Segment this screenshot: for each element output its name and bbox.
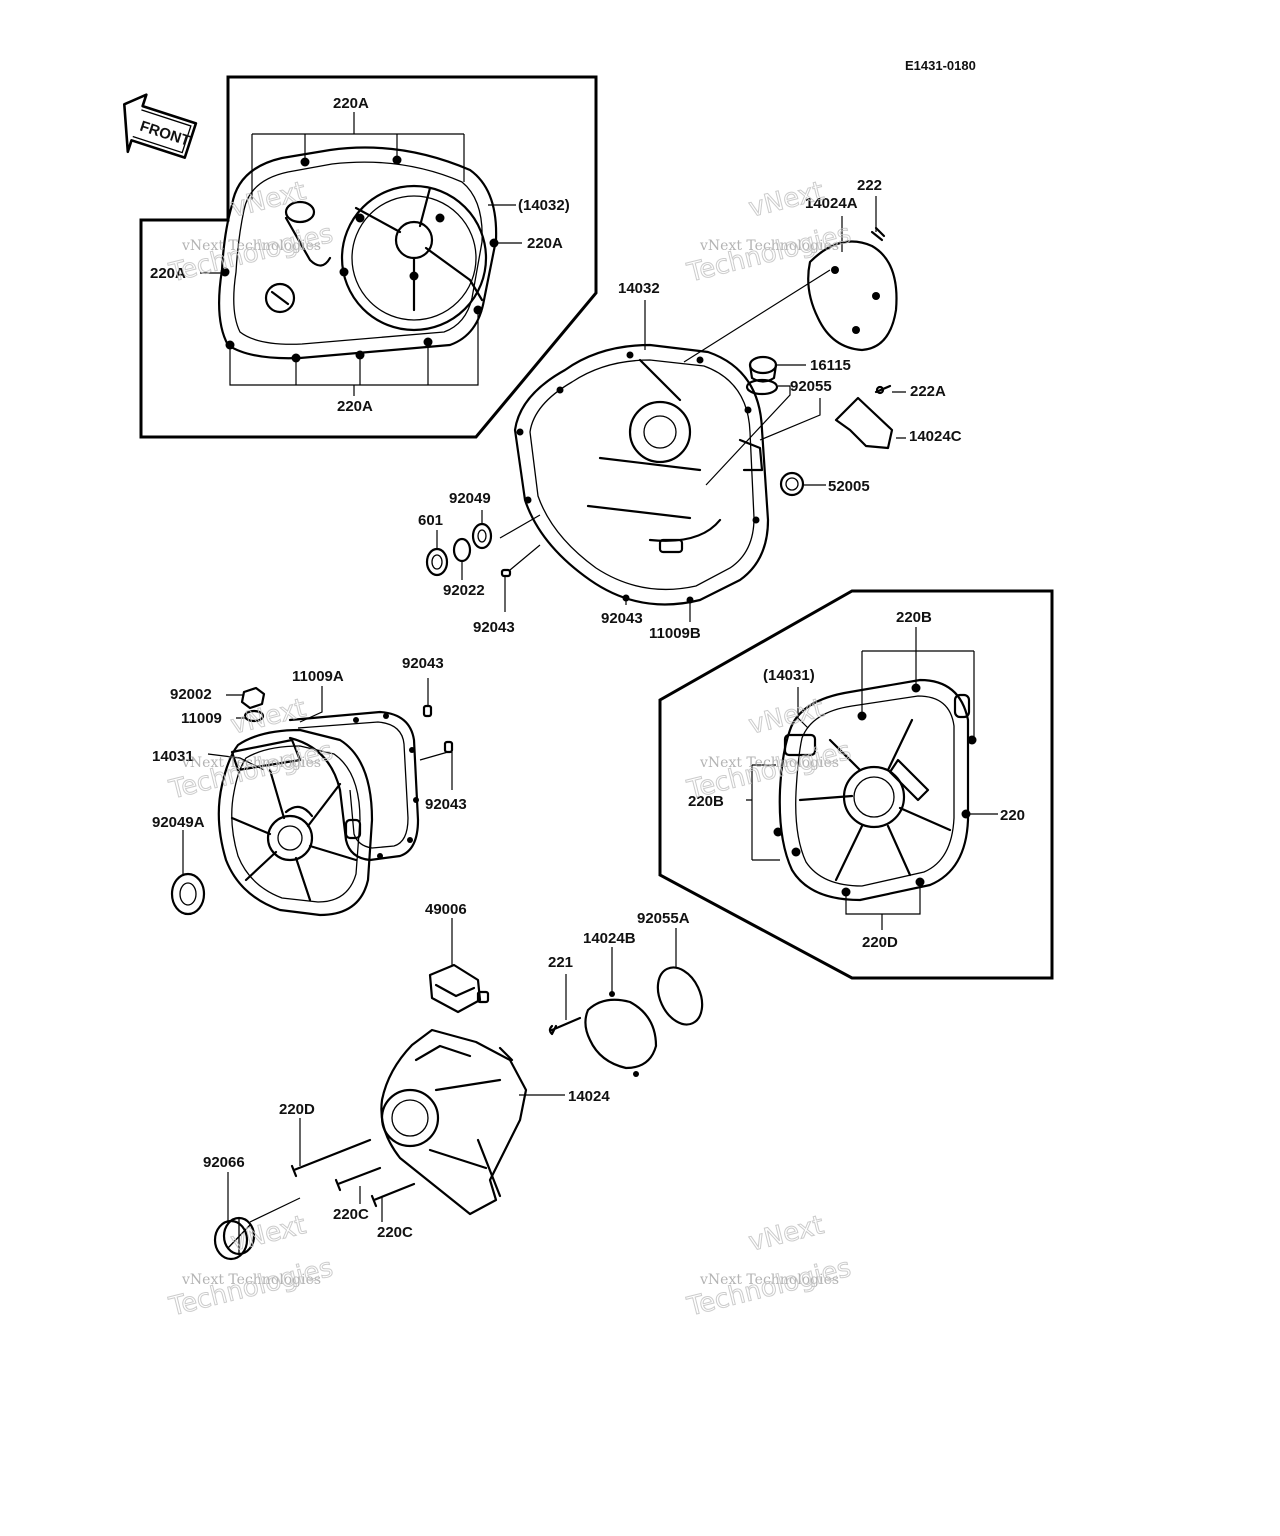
cover-14031-drawing [217,728,374,917]
callout-c24: 220D [862,934,898,951]
callout-c39: 220C [333,1206,369,1223]
callout-c22: 220B [688,793,724,810]
inset-frame-clutch-cover [139,75,598,439]
callout-c06: 222 [857,177,882,194]
callout-c32: 49006 [425,901,467,918]
callout-c23: 220 [1000,807,1025,824]
callout-c16: 92022 [443,582,485,599]
callout-c10: 92055 [790,378,832,395]
callout-c17: 92043 [473,619,515,636]
svg-text:Technologies: Technologies [166,1253,336,1323]
callout-c35: 221 [548,954,573,971]
generator-cover-drawing [773,678,977,902]
callout-c07: 14024A [805,195,858,212]
svg-text:Technologies: Technologies [166,219,336,289]
callout-c37: 220D [279,1101,315,1118]
svg-text:vNext: vNext [746,1210,827,1257]
plug-92066-drawing [213,1216,256,1261]
svg-text:Technologies: Technologies [684,219,854,289]
leaders-inset-generator [746,627,998,930]
bolts-drawing [290,1016,582,1208]
callout-c40: 220C [377,1224,413,1241]
gasket-11009a-drawing [288,710,420,862]
callout-c02: (14032) [518,197,570,214]
callout-c20: 220B [896,609,932,626]
callout-c34: 14024B [583,930,636,947]
svg-text:vNext Technologies: vNext Technologies [699,238,839,254]
cover-14024-drawing [380,1028,528,1216]
callout-c36: 14024 [568,1088,610,1105]
plug-92002-drawing [240,686,266,723]
svg-text:vNext Technologies: vNext Technologies [181,238,321,254]
svg-text:vNext: vNext [746,176,827,223]
callout-c03: 220A [527,235,563,252]
plate-14024b-drawing [584,991,658,1077]
callout-c33: 92055A [637,910,690,927]
callout-c27: 92002 [170,686,212,703]
leaders-center [436,196,906,622]
inset-frame-generator-cover [658,589,1054,980]
leaders-bottom [227,918,677,1223]
callout-c09: 16115 [810,357,851,374]
bracket-14024c-drawing [834,384,894,450]
callout-c18: 92043 [601,610,643,627]
leaders-inset-clutch [200,112,522,396]
dowel-pins-drawing [422,704,454,754]
callout-c30: 92043 [425,796,467,813]
svg-text:vNext: vNext [746,693,827,740]
callout-c05: 220A [337,398,373,415]
callout-c04: 220A [150,265,186,282]
plate-14024a-drawing [807,226,898,352]
callout-c21: (14031) [763,667,815,684]
leaders-left-middle [182,678,453,875]
svg-text:vNext Technologies: vNext Technologies [699,1272,839,1288]
callout-c11: 222A [910,383,946,400]
callout-c19: 11009B [649,625,701,642]
callout-c01: 220A [333,95,369,112]
callout-c12: 14024C [909,428,962,445]
svg-text:Technologies: Technologies [684,736,854,806]
callout-c28: 11009 [181,710,222,727]
callout-c38: 92066 [203,1154,245,1171]
svg-text:vNext Technologies: vNext Technologies [699,755,839,771]
cover-14032-drawing [513,343,770,606]
svg-text:Technologies: Technologies [684,1253,854,1323]
bearing-52005-drawing [779,471,805,497]
callout-c26: 11009A [292,668,344,685]
callout-c29: 14031 [152,748,194,765]
svg-text:Technologies: Technologies [166,736,336,806]
callout-c15: 601 [418,512,443,529]
sensor-49006-drawing [428,963,490,1014]
svg-text:vNext Technologies: vNext Technologies [181,755,321,771]
seal-parts-drawing [425,522,512,578]
callout-c31: 92049A [152,814,205,831]
svg-text:vNext Technologies: vNext Technologies [181,1272,321,1288]
oring-92055a-drawing [656,966,704,1026]
callout-c08: 14032 [618,280,660,297]
diagram-code: E1431-0180 [905,58,976,73]
callout-c13: 52005 [828,478,870,495]
front-arrow-icon: FRONT [122,93,198,159]
callout-c25: 92043 [402,655,444,672]
callout-c14: 92049 [449,490,491,507]
seal-92049a-drawing [170,872,206,916]
